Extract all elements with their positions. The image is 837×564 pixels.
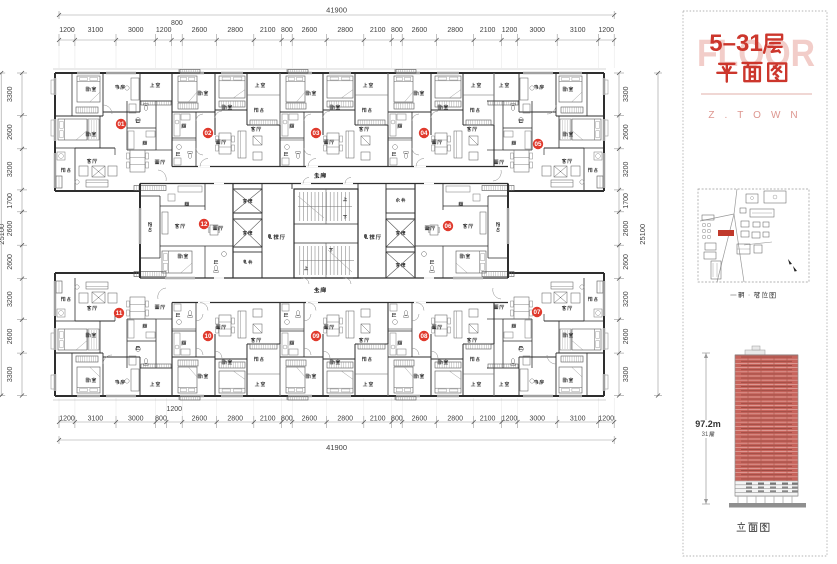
svg-text:2100: 2100 (370, 416, 386, 423)
svg-text:2100: 2100 (370, 27, 386, 34)
svg-text:800: 800 (171, 20, 183, 27)
svg-text:800: 800 (391, 416, 403, 423)
svg-text:2600: 2600 (412, 27, 428, 34)
svg-text:800: 800 (391, 27, 403, 34)
svg-text:11: 11 (116, 310, 123, 317)
svg-text:3300: 3300 (7, 366, 14, 382)
svg-text:3300: 3300 (7, 86, 14, 102)
svg-text:2600: 2600 (7, 254, 14, 270)
svg-text:3100: 3100 (88, 416, 104, 423)
svg-text:2100: 2100 (260, 416, 276, 423)
svg-text:1200: 1200 (59, 416, 75, 423)
svg-text:31: 31 (702, 432, 709, 438)
svg-text:2800: 2800 (227, 416, 243, 423)
svg-text:25100: 25100 (0, 224, 6, 245)
svg-text:800: 800 (281, 27, 293, 34)
svg-text:2600: 2600 (412, 416, 428, 423)
svg-text:1200: 1200 (167, 406, 183, 413)
svg-text:2600: 2600 (192, 416, 208, 423)
svg-text:01: 01 (118, 121, 125, 128)
svg-text:2100: 2100 (260, 27, 276, 34)
svg-text:3200: 3200 (7, 161, 14, 177)
svg-text:2600: 2600 (302, 27, 318, 34)
svg-text:3200: 3200 (7, 291, 14, 307)
svg-text:Z.TOWN: Z.TOWN (708, 110, 807, 121)
svg-text:2600: 2600 (7, 221, 14, 237)
svg-text:3000: 3000 (128, 27, 144, 34)
svg-text:3300: 3300 (623, 366, 630, 382)
svg-text:12: 12 (201, 221, 208, 228)
svg-text:3200: 3200 (623, 291, 630, 307)
svg-text:2800: 2800 (337, 27, 353, 34)
svg-text:2100: 2100 (480, 416, 496, 423)
svg-text:1200: 1200 (156, 27, 172, 34)
svg-text:3100: 3100 (570, 416, 586, 423)
svg-text:2600: 2600 (623, 124, 630, 140)
svg-text:3000: 3000 (530, 27, 546, 34)
svg-text:2600: 2600 (623, 254, 630, 270)
svg-text:09: 09 (313, 333, 320, 340)
svg-text:800: 800 (155, 416, 167, 423)
svg-text:2100: 2100 (480, 27, 496, 34)
svg-text:1200: 1200 (502, 416, 518, 423)
svg-text:2600: 2600 (7, 329, 14, 345)
svg-text:2600: 2600 (623, 329, 630, 345)
svg-text:04: 04 (421, 130, 428, 137)
svg-text:3000: 3000 (530, 416, 546, 423)
svg-text:02: 02 (205, 130, 212, 137)
svg-text:3300: 3300 (623, 86, 630, 102)
svg-text:800: 800 (281, 416, 293, 423)
svg-text:08: 08 (421, 333, 428, 340)
svg-text:97.2m: 97.2m (695, 419, 721, 429)
svg-text:3100: 3100 (88, 27, 104, 34)
svg-text:25100: 25100 (638, 224, 647, 245)
svg-text:2800: 2800 (337, 416, 353, 423)
svg-text:2800: 2800 (227, 27, 243, 34)
svg-text:2800: 2800 (447, 27, 463, 34)
svg-text:03: 03 (313, 130, 320, 137)
svg-text:2800: 2800 (447, 416, 463, 423)
svg-text:07: 07 (534, 309, 541, 316)
svg-text:41900: 41900 (326, 6, 347, 15)
svg-text:2600: 2600 (192, 27, 208, 34)
svg-text:3200: 3200 (623, 161, 630, 177)
svg-text:1700: 1700 (623, 193, 630, 209)
svg-text:5–31: 5–31 (709, 30, 762, 57)
svg-text:3100: 3100 (570, 27, 586, 34)
svg-text:2600: 2600 (7, 124, 14, 140)
svg-text:2600: 2600 (302, 416, 318, 423)
svg-text:1200: 1200 (502, 27, 518, 34)
svg-text:06: 06 (445, 223, 452, 230)
svg-text:05: 05 (535, 141, 542, 148)
svg-text:1700: 1700 (7, 193, 14, 209)
svg-text:3000: 3000 (128, 416, 144, 423)
svg-text:1200: 1200 (598, 416, 614, 423)
svg-text:1200: 1200 (598, 27, 614, 34)
svg-text:1200: 1200 (59, 27, 75, 34)
svg-text:2600: 2600 (623, 221, 630, 237)
svg-text:41900: 41900 (326, 443, 347, 452)
svg-text:10: 10 (205, 333, 212, 340)
